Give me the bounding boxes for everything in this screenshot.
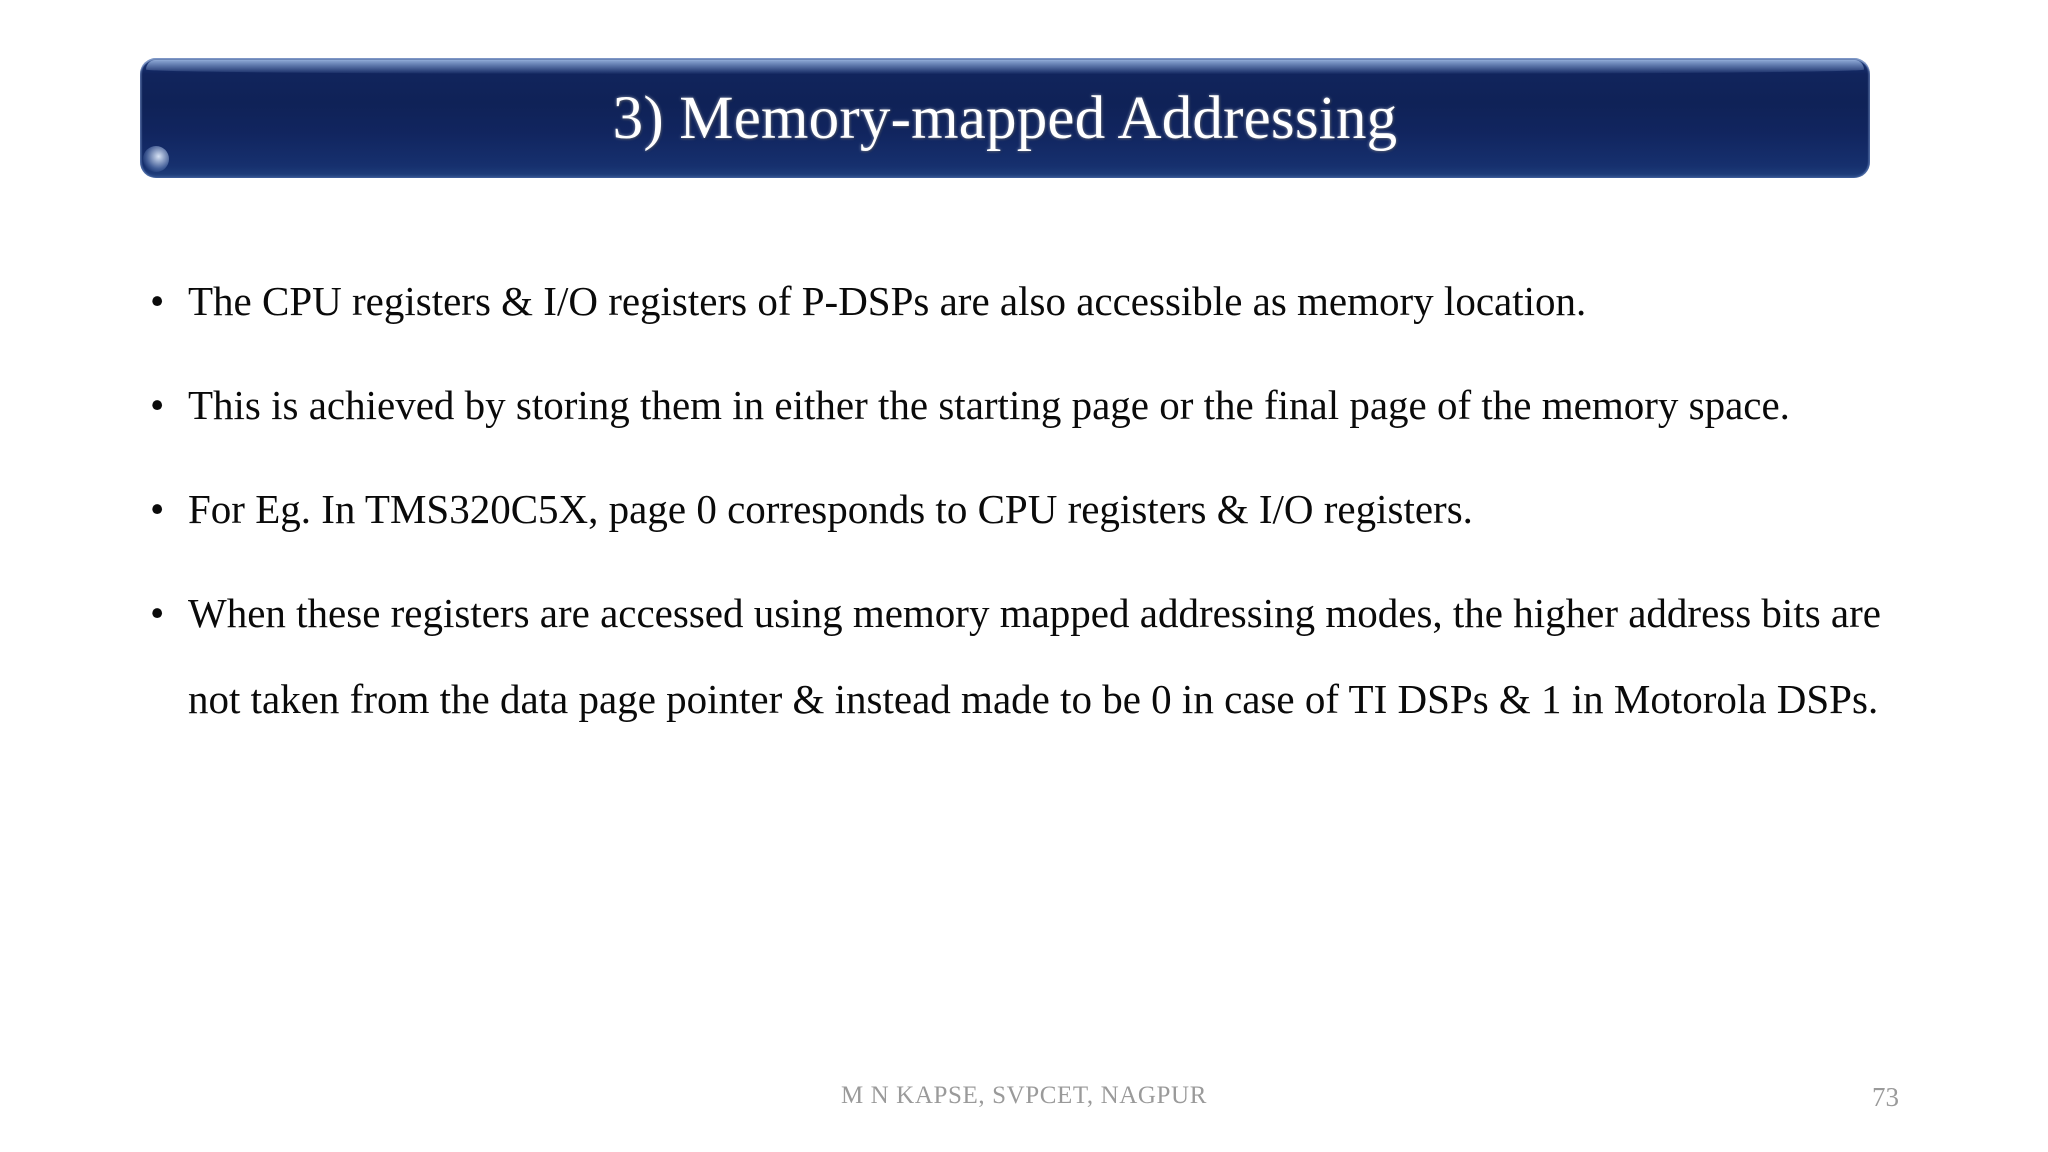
list-item-text: This is achieved by storing them in eith… <box>188 382 1790 428</box>
page-title: 3) Memory-mapped Addressing <box>612 84 1398 152</box>
bullet-dot-icon: • <box>150 278 165 324</box>
list-item: • For Eg. In TMS320C5X, page 0 correspon… <box>140 466 1900 552</box>
list-item: • When these registers are accessed usin… <box>140 570 1900 742</box>
bullet-list: • The CPU registers & I/O registers of P… <box>140 258 1900 760</box>
footer-attribution: M N KAPSE, SVPCET, NAGPUR <box>841 1082 1207 1109</box>
list-item: • This is achieved by storing them in ei… <box>140 362 1900 448</box>
title-banner: 3) Memory-mapped Addressing <box>140 58 1870 178</box>
list-item: • The CPU registers & I/O registers of P… <box>140 258 1900 344</box>
bullet-dot-icon: • <box>150 382 165 428</box>
list-item-text: The CPU registers & I/O registers of P-D… <box>188 278 1587 324</box>
bullet-dot-icon: • <box>150 486 165 532</box>
list-item-text: For Eg. In TMS320C5X, page 0 corresponds… <box>188 486 1473 532</box>
bullet-dot-icon: • <box>150 590 165 636</box>
page-number: 73 <box>1872 1082 1899 1112</box>
list-item-text: When these registers are accessed using … <box>188 590 1881 722</box>
